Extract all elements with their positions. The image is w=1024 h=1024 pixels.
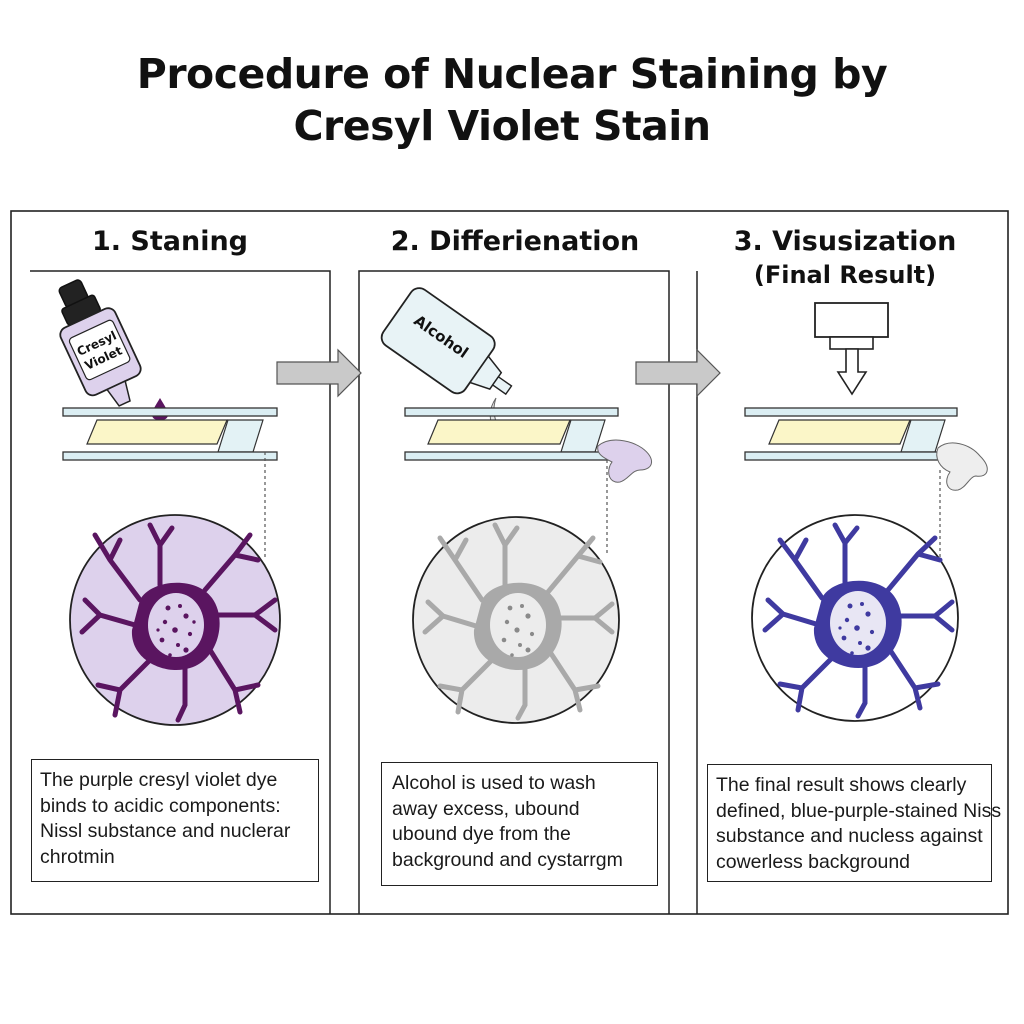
arrow-right-icon — [635, 348, 721, 398]
description-line: The final result shows clearly — [716, 774, 967, 796]
step-3-title: 3. Visusization (Final Result) — [700, 226, 990, 292]
description-line: substance and nucless against — [716, 825, 983, 847]
description-line: defined, blue-purple-stained Niss — [716, 799, 1002, 822]
alcohol-bottle-icon: Alcohol — [380, 287, 513, 396]
panel-1-frame — [30, 270, 331, 914]
page-title: Procedure of Nuclear Staining by Cresyl … — [0, 48, 1024, 152]
step-1-title: 1. Staning — [91, 226, 249, 257]
step-3-subtitle: (Final Result) — [753, 261, 937, 289]
outer-frame — [10, 210, 1009, 915]
description-line: background and cystarrgm — [392, 848, 623, 871]
dropper-bottle-icon: Cresyl Violet — [58, 279, 142, 407]
final-neuron-view — [751, 514, 959, 722]
description-line: chrotmin — [40, 845, 115, 868]
description-line: away excess, ubound — [392, 797, 580, 820]
step-2-description: Alcohol is used to wash away excess, ubo… — [381, 762, 658, 886]
dye-runoff — [597, 439, 652, 483]
step-3-title-text: 3. Visusization — [733, 226, 957, 257]
description-line: cowerless background — [716, 850, 911, 873]
description-line: The purple cresyl violet dye — [40, 769, 278, 791]
differentiated-neuron-view — [412, 516, 620, 724]
microscope-slide — [62, 407, 278, 461]
title-line-1: Procedure of Nuclear Staining by — [136, 50, 888, 98]
arrow-right-icon — [276, 348, 362, 398]
alcohol-runoff — [936, 442, 988, 491]
microscope-slide — [404, 407, 619, 461]
title-line-2: Cresyl Violet Stain — [293, 102, 711, 150]
step-2-title: 2. Differienation — [390, 226, 640, 257]
description-line: Nissl substance and nuclerar — [40, 820, 291, 842]
stained-neuron-view — [69, 514, 281, 726]
microscope-slide — [744, 407, 958, 461]
description-line: Alcohol is used to wash — [392, 772, 596, 794]
panel-2-frame — [358, 270, 670, 914]
description-line: binds to acidic components: — [40, 794, 281, 817]
step-3-description: The final result shows clearly defined, … — [707, 764, 1002, 882]
step-1-description: The purple cresyl violet dye binds to ac… — [31, 759, 319, 882]
microscope-light-icon — [814, 302, 889, 396]
description-line: ubound dye from the — [392, 823, 571, 845]
